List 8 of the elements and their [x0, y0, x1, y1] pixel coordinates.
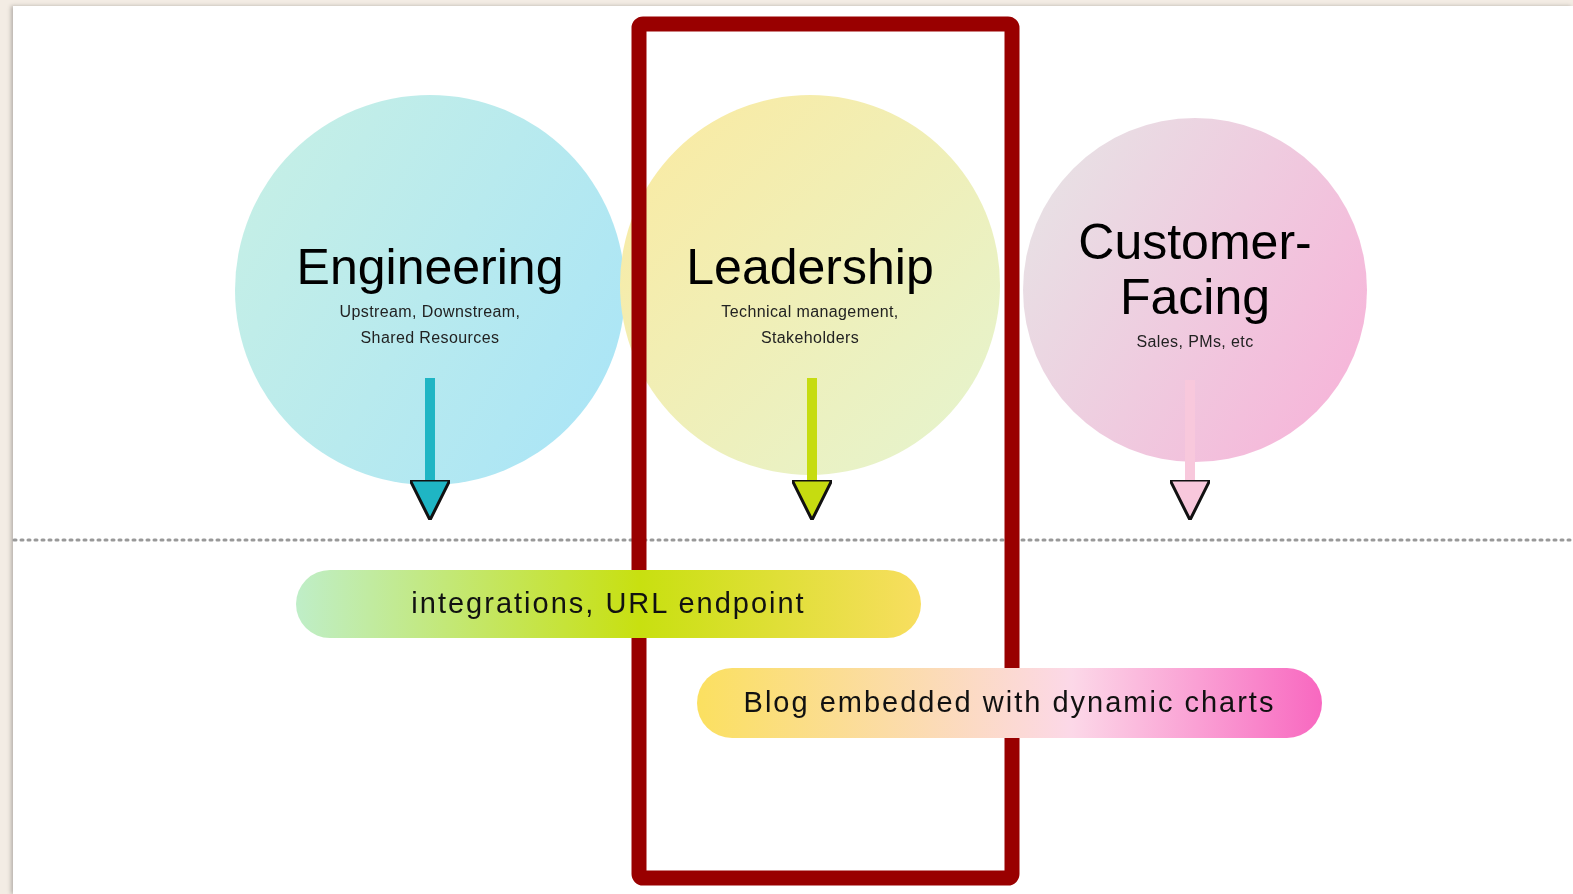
group-title: Customer-Facing — [1077, 215, 1313, 325]
group-subtitle: Sales, PMs, etc — [1135, 332, 1255, 352]
group-title: Engineering — [295, 240, 565, 295]
feature-pill: Blog embedded with dynamic charts — [697, 668, 1322, 738]
feature-pill: integrations, URL endpoint — [296, 570, 921, 638]
group-subtitle: Technical management, Stakeholders — [720, 302, 900, 348]
group-title: Leadership — [685, 240, 935, 295]
group-subtitle: Upstream, Downstream, Shared Resources — [338, 302, 522, 348]
